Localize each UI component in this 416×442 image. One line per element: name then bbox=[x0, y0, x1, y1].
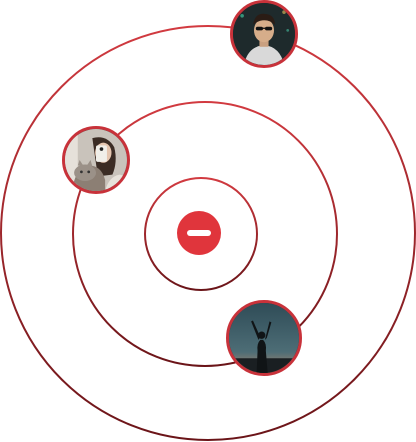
minus-bar bbox=[187, 230, 211, 236]
outer-orbit-ring bbox=[0, 25, 416, 441]
portrait-silhouette-dusk bbox=[229, 303, 299, 373]
minus-circle-icon[interactable] bbox=[177, 211, 221, 255]
portrait-man-sunglasses bbox=[233, 3, 295, 65]
avatar[interactable] bbox=[226, 300, 302, 376]
middle-orbit-ring bbox=[72, 101, 338, 367]
avatar[interactable] bbox=[62, 126, 130, 194]
avatar[interactable] bbox=[230, 0, 298, 68]
inner-orbit-ring bbox=[144, 177, 258, 291]
portrait-woman-with-cat bbox=[65, 129, 127, 191]
